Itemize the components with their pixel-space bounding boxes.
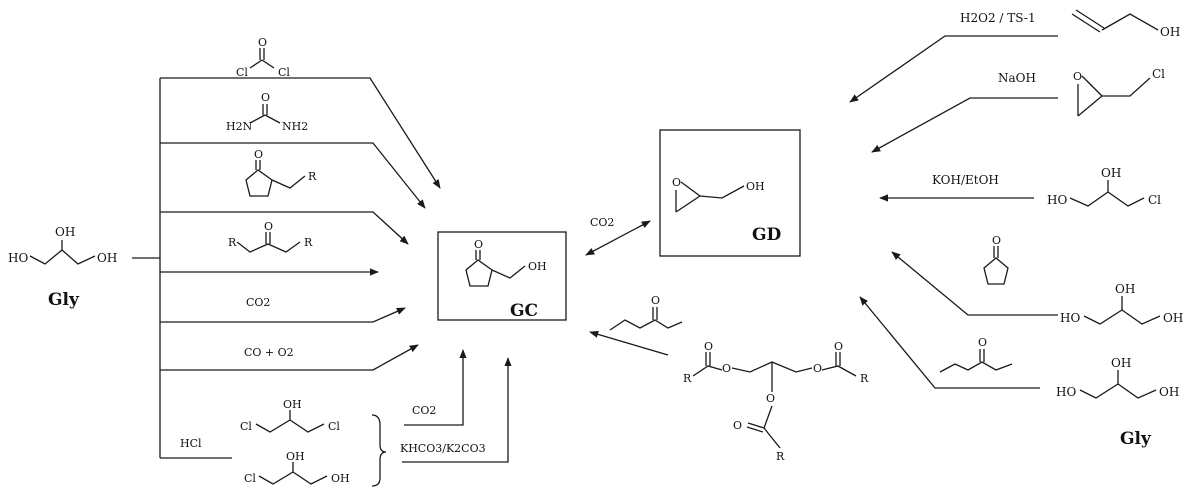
gly-left-oh-top: OH [55,225,75,239]
gly-right-label: Gly [1120,429,1152,449]
dimethyl-carbonate-right: O [939,336,1013,373]
epichlorohydrin: O Cl [1073,67,1165,117]
reagent-base: KHCO3/K2CO3 [400,442,486,455]
svg-text:O: O [474,238,483,251]
gly-left-label: Gly [48,290,80,310]
glycidol: O OH [672,176,765,213]
svg-text:O: O [704,340,713,353]
svg-text:Cl: Cl [244,472,256,485]
arrow-phosgene-to-gc [160,77,441,189]
svg-text:OH: OH [1159,385,1179,399]
svg-text:O: O [978,336,987,349]
dichlorohydrin: Cl OH Cl [240,398,340,433]
svg-text:R: R [304,236,313,249]
svg-text:HO: HO [1056,385,1076,399]
gd-label: GD [752,225,782,245]
urea: O H2N NH2 [226,91,308,133]
reagent-hcl: HCl [180,437,202,450]
svg-text:O: O [813,362,822,375]
svg-text:OH: OH [1160,25,1180,39]
svg-text:R: R [228,236,237,249]
glycerol-right-upper: HO OH OH [1060,282,1183,325]
reagent-naoh: NaOH [998,71,1036,85]
ethylene-carbonate: O [983,234,1009,285]
svg-text:O: O [258,36,267,49]
svg-text:Cl: Cl [240,420,252,433]
svg-text:OH: OH [286,450,305,463]
glycerol-carbonate: O OH [465,238,547,287]
svg-text:R: R [308,170,317,183]
svg-text:Cl: Cl [1148,193,1161,207]
arrow-urea-to-gc [160,142,426,209]
reagent-co2-gc-gd: CO2 [590,216,614,229]
arrow-dmc-glycerol-to-gd [859,296,1040,389]
reagent-koh-etoh: KOH/EtOH [932,173,999,187]
svg-text:O: O [992,234,1001,247]
svg-text:O: O [834,340,843,353]
svg-text:R: R [860,372,869,385]
svg-text:OH: OH [331,472,350,485]
svg-text:Cl: Cl [328,420,340,433]
svg-text:O: O [1073,70,1082,83]
arrow-co-o2-to-gc [160,344,419,371]
dialkyl-carbonate: R O R [228,220,313,253]
allyl-alcohol: OH [1071,9,1180,39]
svg-text:R: R [776,450,785,463]
monochlorohydrin: Cl OH OH [244,450,350,485]
arrow-epichlorohydrin-to-gd [871,97,1058,153]
svg-text:O: O [766,392,775,405]
glycerol-right-lower: HO OH OH Gly [1056,356,1179,449]
reagent-h2o2-ts1: H2O2 / TS-1 [960,11,1036,25]
svg-text:Cl: Cl [278,66,290,79]
svg-text:Cl: Cl [1152,67,1165,81]
arrow-carbonate-to-gc [160,211,409,245]
svg-text:Cl: Cl [236,66,248,79]
svg-text:O: O [722,362,731,375]
arrow-co2-to-gc [160,307,406,323]
arrow-allyl-alcohol-to-gd [849,35,1058,103]
svg-text:O: O [254,148,263,161]
svg-text:HO: HO [1060,311,1080,325]
dimethyl-carbonate-middle: O [609,294,683,331]
glycerol-left: HO OH OH Gly [8,225,117,310]
svg-text:OH: OH [1111,356,1131,370]
phosgene: O Cl Cl [236,36,290,79]
svg-text:O: O [651,294,660,307]
svg-text:HO: HO [1047,193,1067,207]
svg-text:NH2: NH2 [282,120,308,133]
gly-left-oh: OH [97,251,117,265]
arrow-ec-glycerol-to-gd [891,251,1058,316]
arrow-triglyceride-to-gc [589,330,669,356]
cyclic-carbonate-r: O R [245,148,317,197]
gly-left-ho: HO [8,251,28,265]
reagent-co-o2: CO + O2 [244,346,294,359]
svg-text:OH: OH [746,180,765,193]
svg-text:O: O [733,419,742,432]
reagent-co2-bottom: CO2 [412,404,436,417]
gc-label: GC [510,301,538,321]
brace [371,414,387,487]
arrow-base-to-gc [402,357,512,463]
gc-box [437,231,567,321]
arrow-gc-gd-equilibrium [585,220,651,256]
svg-text:O: O [264,220,273,233]
chloropropanediol: HO OH Cl [1047,166,1161,207]
svg-text:O: O [672,176,681,189]
svg-text:OH: OH [1115,282,1135,296]
svg-text:R: R [683,372,692,385]
svg-text:H2N: H2N [226,120,253,133]
svg-text:OH: OH [1163,311,1183,325]
svg-text:OH: OH [283,398,302,411]
svg-text:O: O [261,91,270,104]
reagent-co2-left: CO2 [246,296,270,309]
triglyceride: R O O O O R O O R [683,340,869,463]
svg-text:OH: OH [1101,166,1121,180]
svg-text:OH: OH [528,260,547,273]
gd-box [659,129,801,257]
arrow-co2-bottom-to-gc [404,349,467,426]
